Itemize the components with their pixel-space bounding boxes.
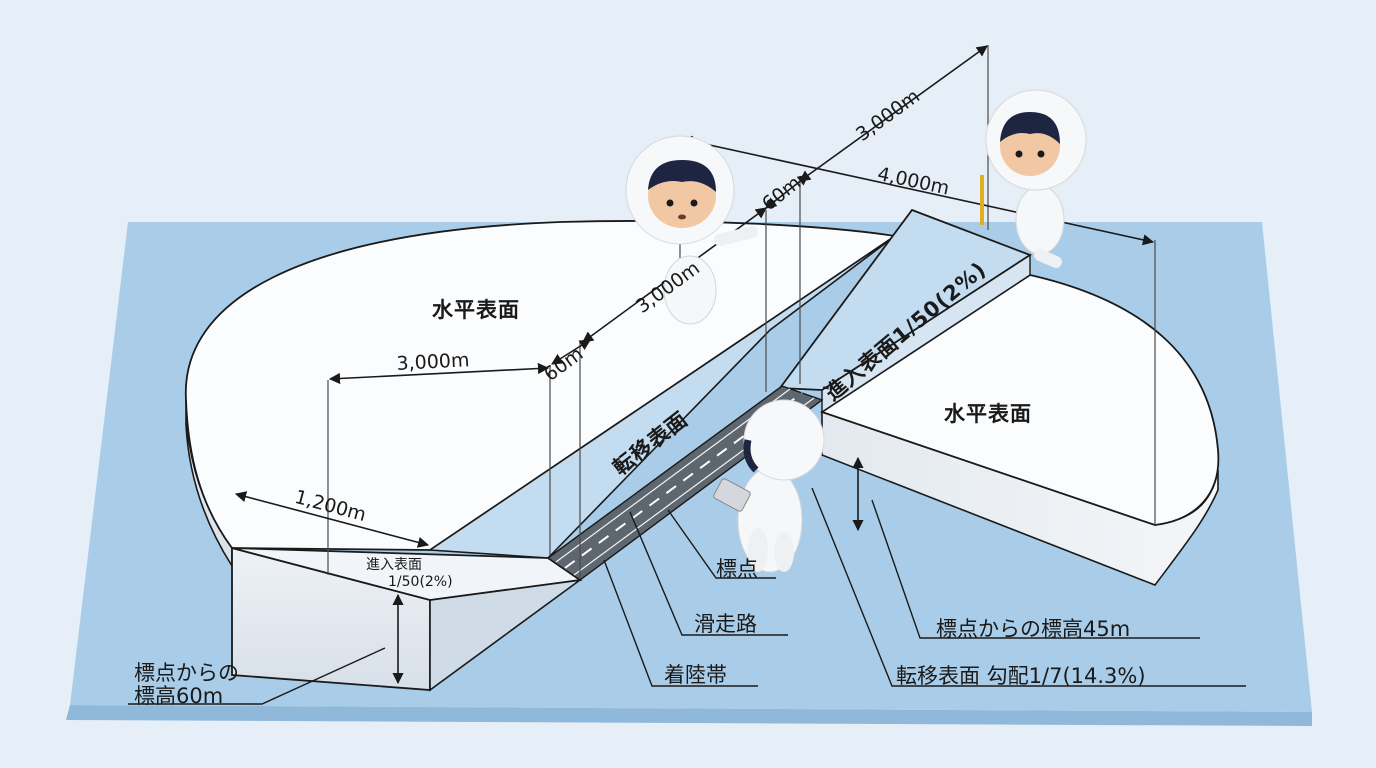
elevation-45-callout: 標点からの標高45m [936,617,1131,641]
front-approach-surface-slope: 1/50(2%) [388,574,453,590]
dim-arrow-1200 [234,491,430,548]
person-figure-right [980,89,1087,268]
right-horizontal-surface-top [819,274,1220,526]
person-figure-left [625,135,758,325]
base-board-side [66,705,1312,726]
leader-reference-point [667,509,776,579]
front-approach-surface-title: 進入表面 [366,557,422,573]
dim-arrow-4000 [680,135,1155,246]
runway-callout: 滑走路 [694,612,757,636]
dim-3000-left-label: 3,000m [396,349,470,375]
landing-strip-callout: 着陸帯 [664,663,727,687]
leader-elevation-60 [128,647,386,705]
horizontal-surface-right-label: 水平表面 [944,402,1032,426]
leader-runway [629,511,788,636]
leader-landing-strip [603,559,758,687]
dim-arrow-60-left [551,339,591,365]
person-figure-front [713,399,825,573]
leader-elevation-45 [871,499,1200,639]
transitional-gradient-callout: 転移表面 勾配1/7(14.3%) [896,664,1146,688]
reference-point-callout: 標点 [716,557,758,581]
dim-arrow-3000-left [328,362,550,385]
rear-approach-ramp [778,208,1032,391]
leader-transitional-gradient [811,487,1246,687]
elevation-60-callout-line2: 標高60m [134,684,224,708]
horizontal-surface-left-label: 水平表面 [432,298,520,322]
elevation-60-callout-line1: 標点からの [134,661,239,685]
runway-centerline [564,392,803,569]
